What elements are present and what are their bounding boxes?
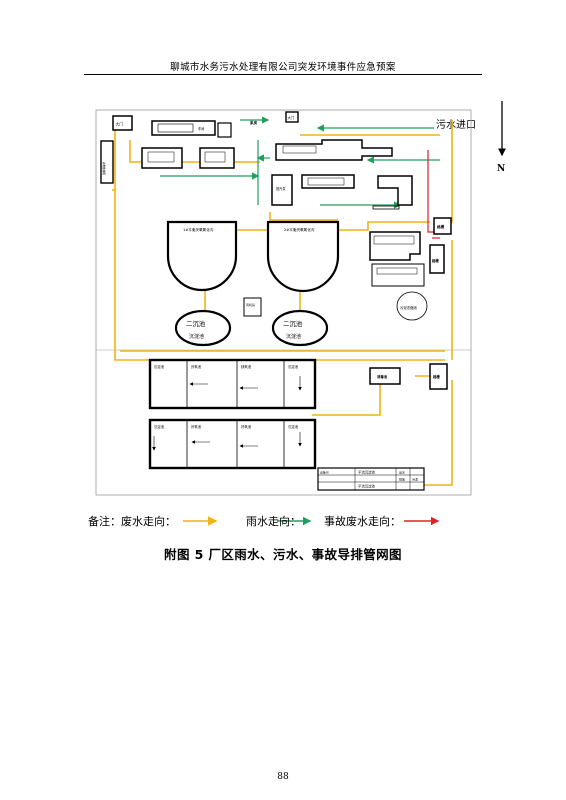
blower-label: 风机房 — [246, 302, 255, 307]
office-box — [199, 147, 235, 169]
grit-1-label: 格栅 — [436, 224, 445, 229]
basin-lower-cell-4: 沉淀池 — [288, 424, 299, 429]
north-label: N — [497, 164, 506, 174]
clarifier-1-sub: 沉淀池 — [189, 333, 204, 340]
sludge-house-box — [141, 147, 183, 169]
aeration-2-label: 2#平衡厌氧氧化沟 — [284, 227, 315, 232]
basin-upper — [148, 358, 317, 410]
grit-2-box — [429, 244, 445, 274]
clarifier-1 — [174, 309, 232, 347]
basin-lower-cell-2: 厌氧池 — [191, 424, 202, 429]
legend-rain: 雨水走向： — [246, 515, 301, 528]
aeration-tank-1 — [166, 220, 238, 292]
tag-2: 平流沉淀池 — [358, 484, 376, 489]
aeration-1-label: 1#平衡厌氧氧化沟 — [183, 227, 214, 232]
pump-room-label: 泵房 — [250, 120, 258, 125]
lift-label: 提升泵 — [276, 186, 286, 191]
online-monitor-label: 在线监测 — [101, 161, 105, 176]
center-building-2 — [271, 174, 293, 206]
legend: 备注：废水走向： 雨水走向： 事故废水走向： — [88, 513, 508, 531]
basin-upper-cell-4: 沉淀池 — [288, 364, 299, 369]
grit-lower-label: 格栅 — [433, 374, 440, 379]
page-number: 88 — [277, 772, 289, 782]
basin-lower-cell-3: 好氧池 — [241, 424, 252, 429]
tag-table — [317, 467, 425, 491]
disinfection-label: 消毒池 — [377, 374, 388, 379]
center-building-1 — [275, 139, 393, 161]
clarifier-2-label: 二沉池 — [283, 319, 303, 328]
plant-boundary — [95, 109, 472, 496]
aeration-tank-2 — [266, 220, 340, 293]
sludge-thickener-building — [371, 263, 425, 287]
page-header: 聊城市水务污水处理有限公司突发环境事件应急预案 — [170, 62, 396, 73]
round-pool-label: 污泥浓缩池 — [400, 305, 418, 310]
legend-note: 备注：废水走向： — [88, 515, 176, 528]
round-pool — [396, 291, 428, 321]
basin-lower — [148, 418, 317, 470]
pump-room-box — [217, 122, 232, 138]
tag-1: 平流沉淀池 — [358, 470, 376, 475]
clarifier-2 — [271, 309, 329, 347]
clarifier-2-sub: 沉淀池 — [286, 333, 301, 340]
workshop-label: 车间 — [198, 126, 204, 131]
tag-6: 设备间 — [320, 471, 329, 475]
basin-lower-cell-1: 沉淀池 — [154, 424, 165, 429]
center-building-4 — [377, 175, 413, 206]
grit-1-box — [433, 217, 452, 235]
grit-lower-box — [429, 363, 448, 390]
header-rule — [84, 74, 482, 75]
gate-right-label: 大门 — [288, 115, 295, 120]
basin-upper-cell-3: 缺氧池 — [241, 364, 252, 369]
gate-box — [112, 115, 133, 131]
legend-accident: 事故废水走向： — [324, 515, 401, 528]
basin-upper-cell-1: 沉淀池 — [154, 364, 165, 369]
grit-2-label: 格栅 — [432, 258, 439, 263]
tag-3: 出水 — [399, 470, 405, 475]
gate-right-box — [285, 111, 299, 123]
figure-caption: 附图 5 厂区雨水、污水、事故导排管网图 — [164, 547, 402, 562]
inlet-label: 污水进口 — [436, 120, 476, 131]
center-building-3 — [301, 174, 355, 189]
lift-pump-building — [369, 231, 421, 261]
tag-4: 排放 — [399, 477, 405, 482]
clarifier-1-label: 二沉池 — [186, 319, 206, 328]
disinfection-box — [369, 367, 401, 385]
blower-box — [243, 297, 262, 317]
tag-5: 污泥 — [412, 477, 418, 482]
gate-label: 大门 — [116, 122, 124, 127]
basin-upper-cell-2: 厌氧池 — [191, 364, 202, 369]
online-monitor-box — [100, 140, 114, 184]
workshop-box — [151, 120, 216, 136]
